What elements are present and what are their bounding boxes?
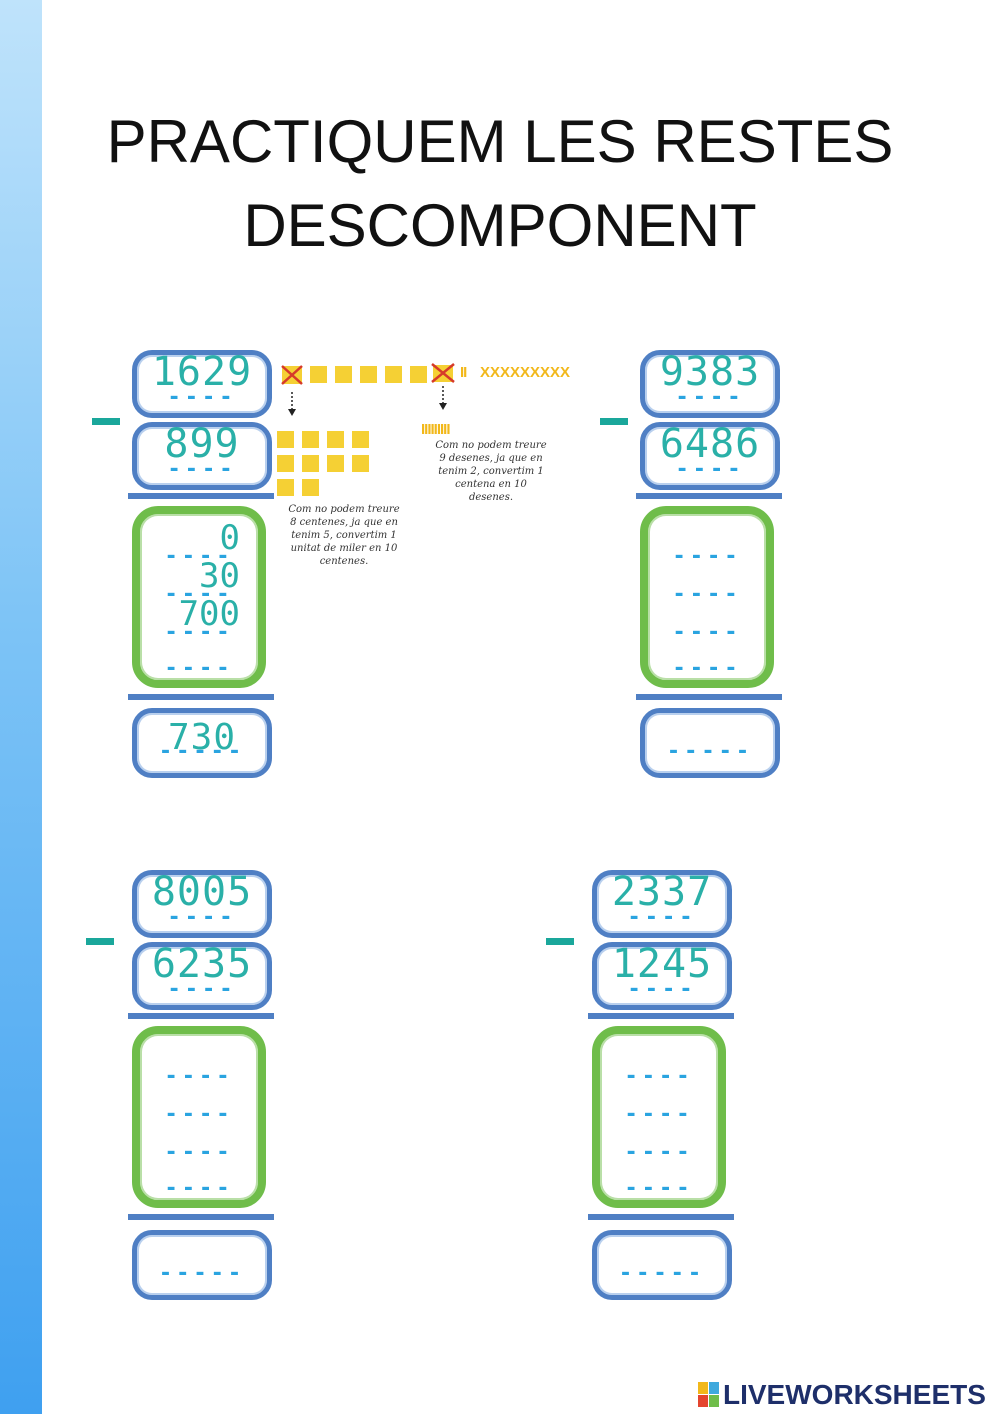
partials-box[interactable]: ---- ---- ---- ---- (592, 1026, 726, 1208)
hundred-block (335, 366, 352, 383)
digit-placeholder: ---- (167, 457, 237, 482)
minuend-value: 9383 (659, 349, 761, 395)
divider-line (128, 694, 274, 700)
minuend-box: 9383 ---- (640, 349, 780, 418)
result-box[interactable]: ----- (640, 708, 780, 778)
partial-units[interactable]: 0 (219, 518, 240, 558)
minus-sign (86, 938, 114, 945)
minus-sign (600, 418, 628, 425)
arrow-down-icon (288, 392, 296, 416)
digit-placeholder: ---- (672, 544, 742, 569)
digit-placeholder: ----- (666, 739, 754, 764)
minuend-value: 2337 (611, 869, 713, 915)
title-line-1: PRACTIQUEM LES RESTES (106, 108, 894, 175)
subtrahend-value: 6235 (151, 941, 253, 987)
note-hundreds: Com no podem treure 8 centenes, ja que e… (288, 504, 400, 567)
page-title: PRACTIQUEM LES RESTES DESCOMPONENT (0, 100, 1000, 268)
hundred-block (327, 455, 344, 472)
digit-placeholder: ---- (164, 656, 234, 681)
result-box[interactable]: ----- (592, 1230, 732, 1300)
minuend-box: 8005 ---- (132, 869, 272, 938)
divider-line (636, 694, 782, 700)
hundred-block (302, 431, 319, 448)
digit-placeholder: ---- (672, 582, 742, 607)
minuend-value: 8005 (151, 869, 253, 915)
hundred-block (360, 366, 377, 383)
hundred-block (410, 366, 427, 383)
digit-placeholder: ---- (624, 1176, 694, 1201)
hundred-block (302, 479, 319, 496)
digit-placeholder: ---- (164, 620, 234, 645)
digit-placeholder: ---- (627, 905, 697, 930)
digit-placeholder: ---- (164, 1064, 234, 1089)
note-tens: Com no podem treure 9 desenes, ja que en… (435, 440, 547, 503)
digit-placeholder: ---- (167, 977, 237, 1002)
minuend-box: 1629 ---- (132, 349, 272, 418)
digit-placeholder: ---- (164, 1102, 234, 1127)
partial-tens[interactable]: 30 (199, 556, 240, 596)
digit-placeholder: ---- (627, 977, 697, 1002)
title-line-2: DESCOMPONENT (243, 192, 757, 259)
units-crosses: XXXXXXXXX (480, 364, 571, 381)
digit-placeholder: ----- (158, 739, 246, 764)
divider-line (128, 1013, 274, 1019)
digit-placeholder: ---- (675, 457, 745, 482)
partial-hundreds[interactable]: 700 (178, 594, 240, 634)
subtrahend-box: 899 ---- (132, 421, 272, 490)
hundred-block (385, 366, 402, 383)
crossed-block-thousand (431, 363, 455, 383)
liveworksheets-logo: LIVEWORKSHEETS (697, 1378, 986, 1412)
subtrahend-value: 6486 (659, 421, 761, 467)
digit-placeholder: ---- (167, 385, 237, 410)
digit-placeholder: ---- (672, 620, 742, 645)
result-box[interactable]: ----- (132, 1230, 272, 1300)
result-box[interactable]: 730 ----- (132, 708, 272, 778)
digit-placeholder: ---- (164, 582, 234, 607)
divider-line (128, 493, 274, 499)
tens-ticks: II (460, 364, 467, 381)
digit-placeholder: ----- (618, 1261, 706, 1286)
digit-placeholder: ---- (675, 385, 745, 410)
subtrahend-box: 1245 ---- (592, 941, 732, 1010)
live-badge-icon (698, 1382, 719, 1407)
subtrahend-box: 6486 ---- (640, 421, 780, 490)
divider-line (128, 1214, 274, 1220)
hundred-block (277, 479, 294, 496)
divider-line (588, 1214, 734, 1220)
digit-placeholder: ---- (672, 656, 742, 681)
divider-line (636, 493, 782, 499)
hundred-block (277, 455, 294, 472)
minus-sign (546, 938, 574, 945)
logo-text: LIVEWORKSHEETS (723, 1379, 986, 1410)
digit-placeholder: ----- (158, 1261, 246, 1286)
side-bar (0, 0, 42, 1414)
digit-placeholder: ---- (164, 1140, 234, 1165)
divider-line (588, 1013, 734, 1019)
digit-placeholder: ---- (624, 1140, 694, 1165)
digit-placeholder: ---- (624, 1064, 694, 1089)
hundred-block (352, 431, 369, 448)
digit-placeholder: ---- (167, 905, 237, 930)
hundred-block (302, 455, 319, 472)
digit-placeholder: ---- (164, 544, 234, 569)
hundred-block (327, 431, 344, 448)
digit-placeholder: ---- (164, 1176, 234, 1201)
hundred-block (310, 366, 327, 383)
hundred-block (277, 431, 294, 448)
crossed-block-hundreds (281, 365, 303, 385)
subtrahend-box: 6235 ---- (132, 941, 272, 1010)
partials-box[interactable]: ---- ---- ---- ---- 0 30 700 (132, 506, 266, 688)
tens-ticks: IIIIIIIII (421, 421, 450, 438)
minuend-value: 1629 (151, 349, 253, 395)
subtrahend-value: 899 (164, 421, 240, 467)
partials-box[interactable]: ---- ---- ---- ---- (132, 1026, 266, 1208)
partials-box[interactable]: ---- ---- ---- ---- (640, 506, 774, 688)
digit-placeholder: ---- (624, 1102, 694, 1127)
subtrahend-value: 1245 (611, 941, 713, 987)
arrow-down-icon (439, 386, 447, 410)
minus-sign (92, 418, 120, 425)
hundred-block (352, 455, 369, 472)
result-value[interactable]: 730 (167, 717, 237, 758)
minuend-box: 2337 ---- (592, 869, 732, 938)
